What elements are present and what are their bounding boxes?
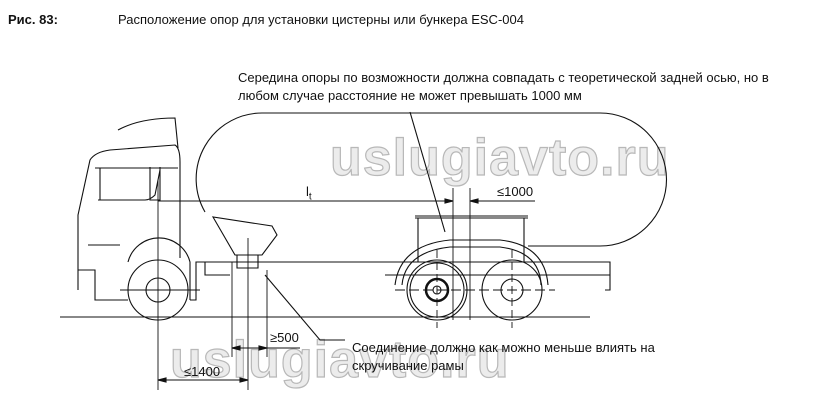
lt-sub: t (308, 191, 312, 203)
chassis-frame (204, 261, 611, 291)
connection-note-line-2: скручивание рамы (352, 358, 464, 373)
center-lines (120, 180, 555, 390)
rear-fender (394, 239, 549, 286)
lt-label: lt (306, 184, 312, 203)
front-distance-label: ≤1400 (184, 364, 221, 379)
support-note-line-1: Середина опоры по возможности должна сов… (238, 70, 769, 85)
figure-label: Рис. 83: (8, 12, 58, 27)
rear-offset-label: ≤1000 (497, 184, 534, 199)
leader-line-connection (264, 274, 345, 341)
support-note-line-2: любом случае расстояние не может превыша… (238, 88, 582, 103)
hopper (211, 216, 278, 269)
leader-line-support (409, 111, 446, 233)
tank-body (195, 112, 667, 247)
truck-cab (77, 117, 205, 301)
connection-note-line-1: Соединение должно как можно меньше влият… (352, 340, 655, 355)
figure-title: Расположение опор для установки цистерны… (118, 12, 524, 27)
lt-main: l (306, 184, 309, 199)
watermark: uslugiavto.ru (329, 128, 670, 187)
rear-support (415, 215, 528, 262)
front-gap-label: ≥500 (270, 330, 299, 345)
